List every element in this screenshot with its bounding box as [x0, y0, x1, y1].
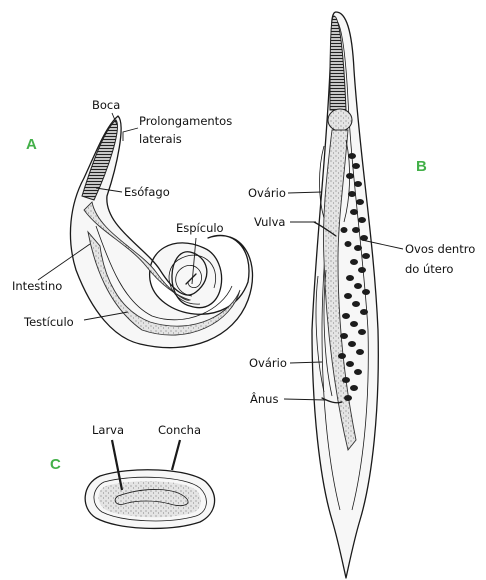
male-worm-body: [70, 116, 252, 348]
label-prolongamentos-1: Prolongamentos: [139, 114, 232, 128]
label-prolongamentos-2: laterais: [139, 132, 182, 146]
label-esofago: Esófago: [124, 185, 170, 199]
label-anus: Ânus: [250, 391, 278, 406]
label-larva: Larva: [92, 423, 124, 437]
panel-b-letter: B: [416, 158, 427, 175]
label-concha: Concha: [158, 423, 201, 437]
female-worm-body: [312, 12, 378, 578]
label-intestino: Intestino: [12, 279, 62, 293]
label-espiculo: Espículo: [176, 221, 224, 235]
panel-b-female-worm: B: [248, 12, 475, 578]
label-ovos-2: do útero: [405, 262, 453, 276]
label-ovos-1: Ovos dentro: [405, 242, 475, 256]
label-boca: Boca: [92, 98, 120, 112]
panel-c-letter: C: [50, 456, 61, 473]
egg-shell: [85, 470, 214, 529]
label-ovario-top: Ovário: [248, 186, 286, 200]
label-testiculo: Testículo: [23, 315, 74, 329]
label-vulva: Vulva: [254, 215, 285, 229]
panel-c-egg: C Larva Concha: [50, 423, 215, 528]
oesophageal-bulb: [328, 109, 352, 131]
panel-a-letter: A: [26, 136, 37, 153]
label-ovario-bottom: Ovário: [249, 356, 287, 370]
panel-a-male-worm: A Boca Prolongamentos laterais Esófago E…: [12, 98, 253, 348]
